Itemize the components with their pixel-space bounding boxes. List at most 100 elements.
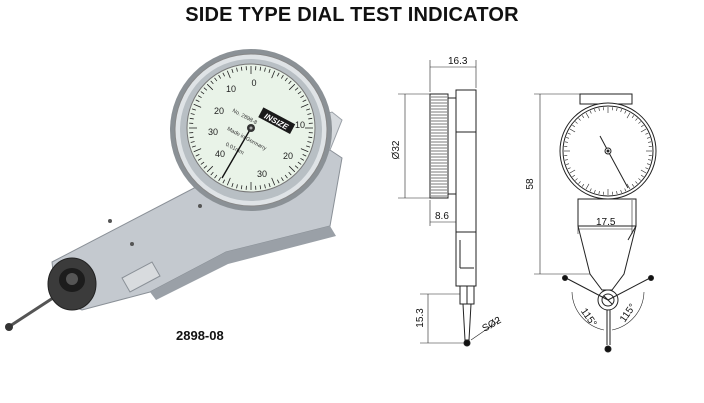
- dial-number: 10: [226, 84, 236, 94]
- dial-tick: [268, 183, 271, 188]
- dial-tick: [300, 103, 309, 108]
- indicator-photo: 0 10 10 20 30 40 30 20 INSIZE No. 2898-8…: [5, 49, 343, 331]
- dial-tick: [231, 183, 234, 188]
- dial-tick: [564, 141, 568, 143]
- dial-tick: [288, 80, 292, 85]
- dim-body-offset: 8.6: [435, 211, 449, 222]
- dial-tick: [284, 174, 288, 179]
- dial-tick: [190, 141, 195, 143]
- dial-number: 30: [208, 127, 218, 137]
- dial-tick: [191, 145, 196, 148]
- dial-tick: [231, 68, 234, 73]
- dial-tick: [648, 141, 652, 143]
- dial-number: 0: [251, 78, 256, 88]
- dial-tick: [300, 157, 305, 161]
- dim-height: 58: [525, 178, 536, 190]
- dial-tick: [581, 115, 585, 119]
- dial-tick: [193, 103, 202, 108]
- dial-tick: [294, 87, 299, 91]
- dial-tick: [268, 68, 271, 73]
- dial-tick: [240, 185, 243, 190]
- dial-tick: [645, 132, 649, 135]
- dial-tick: [259, 185, 262, 190]
- dial-tick: [189, 117, 194, 120]
- dial-tick: [288, 165, 296, 173]
- dial-tick: [226, 177, 231, 186]
- dial-tick: [284, 77, 288, 82]
- dial-tick: [585, 112, 590, 119]
- dial-tick: [203, 87, 208, 91]
- dial-tick: [222, 72, 226, 77]
- dial-tick: [210, 80, 214, 85]
- dial-tick: [210, 171, 214, 176]
- dial-tick: [240, 66, 243, 71]
- dial-tick: [575, 178, 578, 181]
- dial-tick: [300, 95, 305, 99]
- dial-tick: [646, 137, 650, 139]
- dial-tick: [566, 163, 570, 165]
- dial-tick: [635, 181, 638, 184]
- dial-tick: [631, 183, 635, 187]
- dial-tick: [569, 128, 576, 133]
- dial-tick: [566, 137, 570, 139]
- dial-tick: [222, 179, 226, 184]
- dial-tick: [189, 136, 194, 139]
- dial-tick: [648, 159, 652, 161]
- dial-tick: [297, 161, 302, 165]
- dial-tick: [300, 148, 309, 153]
- dial-tick: [640, 174, 644, 178]
- dial-tick: [616, 107, 618, 111]
- dial-tick: [581, 183, 585, 187]
- dial-tick: [594, 109, 596, 113]
- stylus-ball: [604, 345, 612, 353]
- dial-tick: [626, 183, 631, 190]
- dial-tick: [569, 169, 576, 174]
- dial-number: 20: [283, 151, 293, 161]
- dial-tick: [236, 184, 238, 189]
- dial-tick: [206, 83, 214, 91]
- dial-tick: [306, 145, 311, 148]
- dial-tick: [616, 191, 618, 195]
- dial-tick: [598, 107, 600, 111]
- dial-tick: [271, 177, 276, 186]
- dial-tick: [640, 169, 647, 174]
- dial-tick: [572, 124, 576, 128]
- dial-tick: [193, 148, 202, 153]
- dial-tick: [276, 72, 280, 77]
- dial-tick: [294, 165, 299, 169]
- dial-tick: [306, 108, 311, 111]
- dial-tick: [646, 163, 650, 165]
- dial-tick: [195, 153, 200, 157]
- dial-tick: [635, 118, 638, 121]
- dial-number: 10: [295, 120, 305, 130]
- dial-tick: [302, 153, 307, 157]
- dial-tick: [259, 66, 262, 71]
- dial-tick: [585, 183, 590, 190]
- dim-body-width: 17.5: [596, 217, 616, 228]
- dim-angle-left: 115°: [578, 306, 598, 329]
- dim-angle-right: 115°: [618, 302, 638, 325]
- dial-tick: [640, 124, 644, 128]
- dial-number: 30: [257, 169, 267, 179]
- dim-dial-diameter: Ø32: [391, 140, 402, 159]
- dial-tick: [624, 110, 627, 114]
- dim-tip-length: 15.3: [415, 308, 426, 328]
- dial-tick: [308, 117, 313, 120]
- dim-width-top: 16.3: [448, 56, 468, 67]
- dial-tick: [271, 70, 276, 79]
- dial-needle: [221, 127, 252, 179]
- dial-tick: [624, 188, 627, 192]
- dial-tick: [264, 67, 266, 72]
- dial-tick: [567, 132, 571, 135]
- dial-tick: [191, 108, 196, 111]
- dial-tick: [200, 91, 205, 95]
- dial-tick: [631, 115, 635, 119]
- dial-tick: [214, 77, 218, 82]
- dial-tick: [645, 167, 649, 170]
- dial-tick: [264, 184, 266, 189]
- dial-tick: [640, 128, 647, 133]
- dial-tick: [236, 67, 238, 72]
- dial-tick: [589, 110, 592, 114]
- dial-tick: [226, 70, 231, 79]
- dial-tick: [197, 157, 202, 161]
